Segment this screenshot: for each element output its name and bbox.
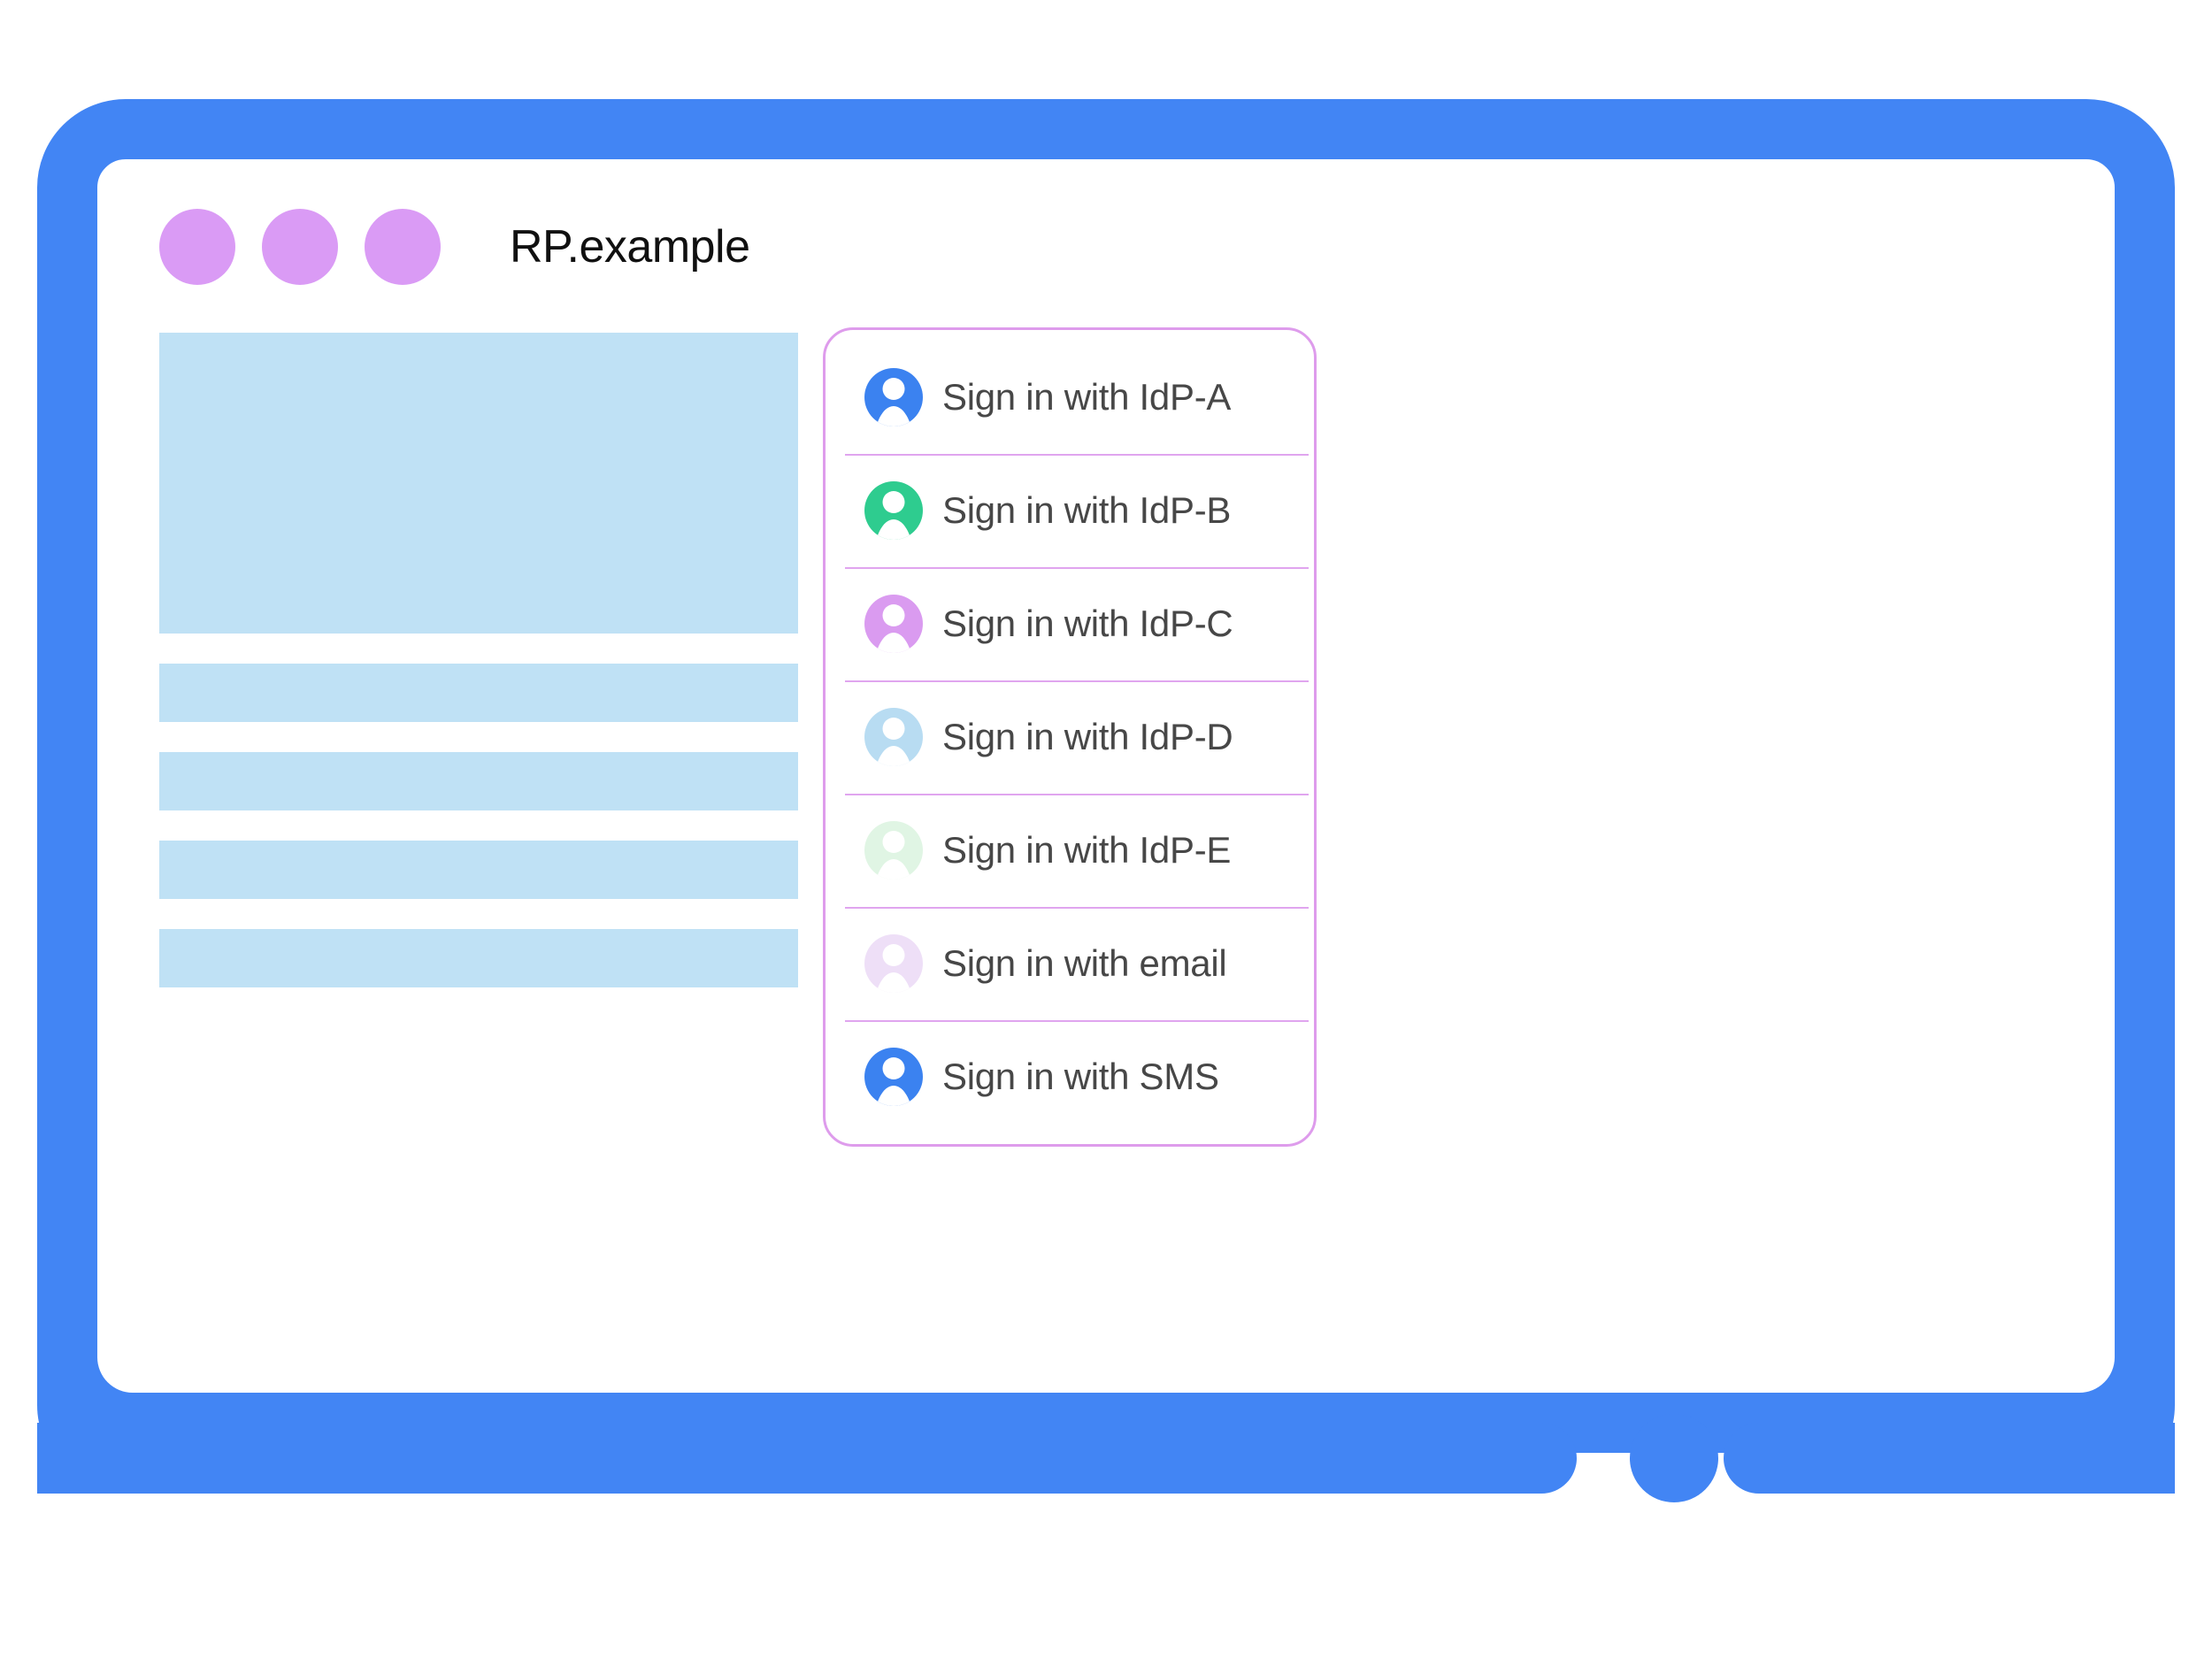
window-dot-1[interactable]: [159, 209, 235, 285]
signin-option-row[interactable]: Sign in with email: [826, 907, 1314, 1020]
text-placeholder-3: [159, 841, 798, 899]
signin-option-label: Sign in with IdP-E: [942, 829, 1232, 871]
signin-option-row[interactable]: Sign in with IdP-D: [826, 680, 1314, 794]
window-dot-2[interactable]: [262, 209, 338, 285]
avatar-shoulders: [873, 519, 914, 540]
home-button[interactable]: [1630, 1414, 1718, 1502]
avatar-head: [882, 604, 905, 626]
person-avatar-icon: [864, 1048, 923, 1106]
person-avatar-icon: [864, 368, 923, 426]
avatar-shoulders: [873, 406, 914, 426]
text-placeholder-2: [159, 752, 798, 810]
avatar-head: [882, 491, 905, 513]
person-avatar-icon: [864, 481, 923, 540]
page-title: RP.example: [510, 221, 750, 273]
person-avatar-icon: [864, 821, 923, 879]
avatar-head: [882, 831, 905, 853]
person-avatar-icon: [864, 934, 923, 993]
signin-option-label: Sign in with IdP-B: [942, 489, 1232, 531]
signin-option-row[interactable]: Sign in with IdP-C: [826, 567, 1314, 680]
device-bezel-bottom-right: [1724, 1423, 2175, 1494]
device-bezel-bottom-left: [37, 1423, 1577, 1494]
content-placeholders: [159, 333, 798, 987]
signin-option-row[interactable]: Sign in with IdP-E: [826, 794, 1314, 907]
text-placeholder-4: [159, 929, 798, 987]
avatar-shoulders: [873, 859, 914, 879]
avatar-shoulders: [873, 746, 914, 766]
signin-option-label: Sign in with SMS: [942, 1056, 1219, 1097]
avatar-shoulders: [873, 972, 914, 993]
signin-option-label: Sign in with IdP-C: [942, 603, 1233, 644]
person-avatar-icon: [864, 708, 923, 766]
window-dot-3[interactable]: [365, 209, 441, 285]
avatar-shoulders: [873, 633, 914, 653]
avatar-head: [882, 378, 905, 400]
avatar-shoulders: [873, 1086, 914, 1106]
person-avatar-icon: [864, 595, 923, 653]
signin-option-row[interactable]: Sign in with SMS: [826, 1020, 1314, 1133]
signin-panel: Sign in with IdP-A Sign in with IdP-B Sign…: [823, 327, 1317, 1147]
signin-option-row[interactable]: Sign in with IdP-A: [826, 341, 1314, 454]
avatar-head: [882, 1057, 905, 1079]
avatar-head: [882, 944, 905, 966]
signin-option-row[interactable]: Sign in with IdP-B: [826, 454, 1314, 567]
signin-option-label: Sign in with IdP-A: [942, 376, 1232, 418]
signin-option-label: Sign in with email: [942, 942, 1227, 984]
hero-placeholder: [159, 333, 798, 634]
avatar-head: [882, 718, 905, 740]
window-titlebar: RP.example: [159, 209, 750, 285]
text-placeholder-1: [159, 664, 798, 722]
signin-option-label: Sign in with IdP-D: [942, 716, 1233, 757]
